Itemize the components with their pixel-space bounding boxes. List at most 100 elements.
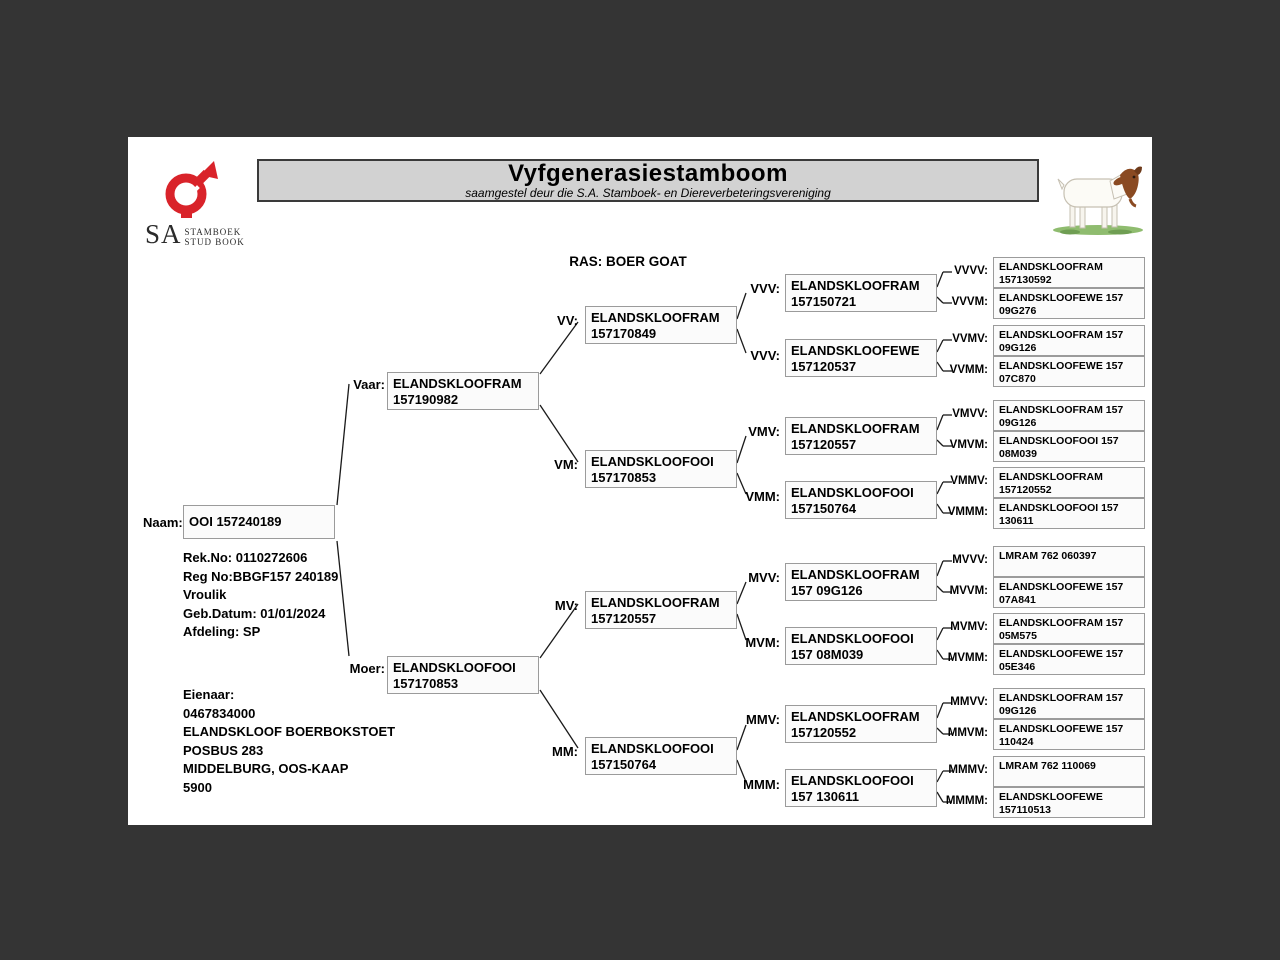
pedigree-node-vaar: ELANDSKLOOFRAM 157190982	[387, 372, 539, 410]
pedigree-label-mvvm: MVVM:	[949, 585, 988, 597]
pedigree-node-vmmv: ELANDSKLOOFRAM 157120552	[993, 467, 1145, 498]
pedigree-node-mm: ELANDSKLOOFOOI 157150764	[585, 737, 737, 775]
animal-number: 09G276	[999, 305, 1037, 317]
pedigree-node-vmvv: ELANDSKLOOFRAM 157 09G126	[993, 400, 1145, 431]
pedigree-node-mvvm: ELANDSKLOOFEWE 157 07A841	[993, 577, 1145, 608]
animal-number: 157120537	[791, 359, 857, 374]
animal-number: 157120557	[791, 437, 857, 452]
naam-label: Naam:	[143, 515, 183, 530]
animal-name: ELANDSKLOOFRAM	[591, 310, 720, 325]
pedigree-node-mmvv: ELANDSKLOOFRAM 157 09G126	[993, 688, 1145, 719]
pedigree-label-vvm: VVV:	[750, 348, 780, 363]
pedigree-label-vvmv: VVMV:	[952, 333, 988, 345]
logo-line1: STAMBOEK	[184, 227, 242, 237]
pedigree-node-mvm: ELANDSKLOOFOOI 157 08M039	[785, 627, 937, 665]
pedigree-node-mmvm: ELANDSKLOOFEWE 157 110424	[993, 719, 1145, 750]
animal-number: 130611	[999, 515, 1034, 527]
pedigree-label-mvvv: MVVV:	[952, 554, 988, 566]
animal-number: 157 130611	[791, 789, 859, 804]
animal-name: ELANDSKLOOFRAM	[999, 471, 1103, 483]
owner-address-1: POSBUS 283	[183, 742, 264, 758]
pedigree-label-vmmm: VMMM:	[947, 506, 988, 518]
animal-name: ELANDSKLOOFEWE	[999, 791, 1103, 803]
animal-name: ELANDSKLOOFOOI	[591, 454, 714, 469]
pedigree-node-mv: ELANDSKLOOFRAM 157120557	[585, 591, 737, 629]
animal-number: 07A841	[999, 594, 1036, 606]
detail-sex: Vroulik	[183, 587, 227, 602]
animal-name: ELANDSKLOOFRAM 157	[999, 404, 1124, 416]
pedigree-node-vvvm: ELANDSKLOOFEWE 157 09G276	[993, 288, 1145, 319]
pedigree-node-mmmv: LMRAM 762 110069	[993, 756, 1145, 787]
pedigree-node-moer: ELANDSKLOOFOOI 157170853	[387, 656, 539, 694]
pedigree-label-vvvv: VVVV:	[954, 265, 988, 277]
animal-number: 157170853	[393, 676, 459, 691]
animal-name: LMRAM 762 110069	[999, 760, 1096, 772]
logo-line2: STUD BOOK	[184, 237, 245, 247]
pedigree-node-vmmm: ELANDSKLOOFOOI 157 130611	[993, 498, 1145, 529]
animal-number: 09G126	[999, 705, 1037, 717]
pedigree-label-vaar: Vaar:	[353, 377, 385, 392]
subject-name: OOI 157240189	[189, 514, 282, 529]
animal-number: 05M575	[999, 630, 1037, 642]
pedigree-node-vvm: ELANDSKLOOFEWE 157120537	[785, 339, 937, 377]
animal-name: ELANDSKLOOFOOI 157	[999, 502, 1119, 514]
animal-number: 157120557	[591, 611, 657, 626]
document-subtitle: saamgestel deur die S.A. Stamboek- en Di…	[465, 186, 831, 200]
pedigree-node-vv: ELANDSKLOOFRAM 157170849	[585, 306, 737, 344]
animal-name: LMRAM 762 060397	[999, 550, 1097, 562]
animal-name: ELANDSKLOOFOOI	[591, 741, 714, 756]
pedigree-label-vmvv: VMVV:	[952, 408, 988, 420]
pedigree-node-vvmm: ELANDSKLOOFEWE 157 07C870	[993, 356, 1145, 387]
document-title: Vyfgenerasiestamboom	[508, 160, 788, 187]
pedigree-label-mvm: MVM:	[745, 635, 780, 650]
animal-name: ELANDSKLOOFEWE 157	[999, 360, 1124, 372]
animal-name: ELANDSKLOOFRAM	[999, 261, 1103, 273]
animal-number: 157150764	[791, 501, 857, 516]
subject-name-box: OOI 157240189	[183, 505, 335, 539]
animal-number: 09G126	[999, 417, 1037, 429]
animal-number: 157120552	[999, 484, 1052, 496]
pedigree-node-vmvm: ELANDSKLOOFOOI 157 08M039	[993, 431, 1145, 462]
animal-name: ELANDSKLOOFRAM 157	[999, 692, 1124, 704]
animal-name: ELANDSKLOOFEWE 157	[999, 648, 1124, 660]
animal-number: 110424	[999, 736, 1034, 748]
logo-sa-text: SA	[145, 219, 182, 249]
pedigree-label-mvmv: MVMV:	[950, 621, 988, 633]
owner-phone: 0467834000	[183, 705, 256, 721]
owner-name: ELANDSKLOOF BOERBOKSTOET	[183, 724, 396, 739]
animal-name: ELANDSKLOOFEWE 157	[999, 723, 1124, 735]
sa-studbook-logo-icon	[165, 161, 218, 218]
pedigree-node-mvvv: LMRAM 762 060397	[993, 546, 1145, 577]
document-header-banner: Vyfgenerasiestamboom saamgestel deur die…	[257, 159, 1039, 202]
animal-number: 157 09G126	[791, 583, 863, 598]
pedigree-node-mmv: ELANDSKLOOFRAM 157120552	[785, 705, 937, 743]
animal-name: ELANDSKLOOFRAM 157	[999, 329, 1124, 341]
animal-number: 157150764	[591, 757, 657, 772]
pedigree-label-mmvm: MMVM:	[947, 727, 988, 739]
animal-name: ELANDSKLOOFEWE	[791, 343, 920, 358]
animal-name: ELANDSKLOOFRAM	[791, 421, 920, 436]
pedigree-label-vvvm: VVVM:	[951, 296, 988, 308]
pedigree-label-vmv: VMV:	[748, 424, 780, 439]
pedigree-label-mmm: MMM:	[743, 777, 780, 792]
pedigree-label-moer: Moer:	[349, 661, 385, 676]
detail-rek-no: Rek.No: 0110272606	[183, 550, 308, 565]
animal-number: 157110513	[999, 804, 1051, 816]
animal-number: 08M039	[999, 448, 1037, 460]
owner-heading: Eienaar:	[183, 687, 235, 702]
animal-name: ELANDSKLOOFOOI	[791, 631, 914, 646]
animal-name: ELANDSKLOOFOOI	[791, 773, 914, 788]
pedigree-node-vvv: ELANDSKLOOFRAM 157150721	[785, 274, 937, 312]
pedigree-node-vvmv: ELANDSKLOOFRAM 157 09G126	[993, 325, 1145, 356]
animal-name: ELANDSKLOOFRAM	[791, 709, 920, 724]
animal-name: ELANDSKLOOFRAM 157	[999, 617, 1124, 629]
detail-reg-no: Reg No:BBGF157 240189	[183, 568, 339, 584]
animal-name: ELANDSKLOOFOOI	[791, 485, 914, 500]
animal-number: 157150721	[791, 294, 857, 309]
pedigree-node-mmm: ELANDSKLOOFOOI 157 130611	[785, 769, 937, 807]
pedigree-label-mmmv: MMMV:	[948, 764, 988, 776]
animal-number: 157 08M039	[791, 647, 864, 662]
pedigree-label-vmm: VMM:	[745, 489, 780, 504]
pedigree-label-mmv: MMV:	[746, 712, 780, 727]
